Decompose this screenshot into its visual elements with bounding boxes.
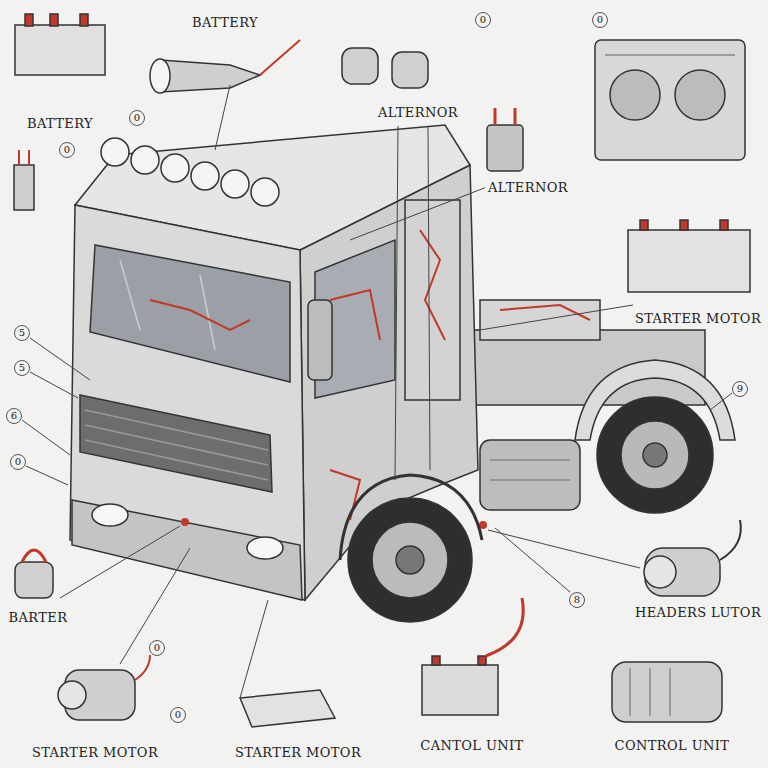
leader-lines <box>22 85 732 698</box>
truck-cab <box>70 125 482 622</box>
roof-lights <box>101 138 279 206</box>
part-label: BATTERY <box>189 14 261 31</box>
part-label: ALTERNOR <box>485 179 571 196</box>
callout-number: 8 <box>569 592 585 608</box>
rear-chassis <box>470 300 735 529</box>
part-label: HEADERS LUTOR <box>632 604 764 621</box>
part-label: BARTER <box>6 609 71 626</box>
part-label: BATTERY <box>24 115 96 132</box>
callout-number: 5 <box>14 325 30 341</box>
callout-number: 0 <box>149 640 165 656</box>
part-label: CONTROL UNIT <box>612 737 733 754</box>
part-label: ALTERNOR <box>375 104 461 121</box>
callout-number: 0 <box>129 110 145 126</box>
callout-number: 0 <box>475 12 491 28</box>
callout-number: 9 <box>732 381 748 397</box>
callout-number: 0 <box>59 142 75 158</box>
part-label: STARTER MOTOR <box>29 744 161 761</box>
callout-number: 6 <box>6 408 22 424</box>
callout-number: 5 <box>14 360 30 376</box>
part-label: CANTOL UNIT <box>417 737 526 754</box>
part-label: STARTER MOTOR <box>232 744 364 761</box>
callout-number: 0 <box>170 707 186 723</box>
callout-number: 0 <box>10 454 26 470</box>
part-label: STARTER MOTOR <box>632 310 764 327</box>
callout-number: 0 <box>592 12 608 28</box>
